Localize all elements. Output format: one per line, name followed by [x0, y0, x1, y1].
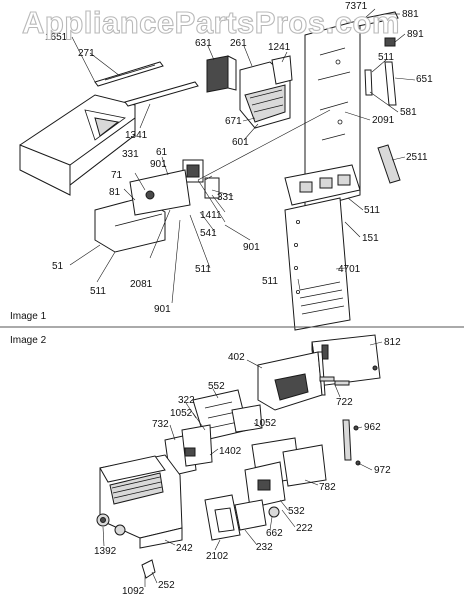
front-cover-242: [99, 454, 183, 549]
callout-331a: 331: [122, 149, 139, 160]
callout-962: 962: [364, 422, 381, 433]
section-label-image-1: Image 1: [10, 311, 47, 322]
callout-891: 891: [407, 29, 424, 40]
callout-881: 881: [402, 9, 419, 20]
tubes: [364, 61, 401, 184]
dispenser-back-panel: [304, 19, 361, 211]
callout-242: 242: [176, 543, 193, 554]
ice-bucket-assembly: [19, 94, 136, 196]
callout-511c: 511: [195, 264, 211, 275]
callout-2102: 2102: [206, 551, 229, 562]
dispenser-cover: [284, 164, 361, 206]
callout-1052a: 1052: [170, 408, 193, 419]
callout-541: 541: [200, 228, 217, 239]
callout-552: 552: [208, 381, 225, 392]
callout-2091: 2091: [372, 115, 395, 126]
callout-2511: 2511: [406, 152, 428, 163]
clip-252: [141, 559, 156, 579]
callout-581: 581: [400, 107, 417, 118]
image2-leaders: [102, 341, 383, 587]
callout-4701: 4701: [338, 264, 361, 275]
callout-151: 151: [362, 233, 379, 244]
callout-901b: 901: [243, 242, 260, 253]
rail-271: [94, 61, 164, 87]
callout-232: 232: [256, 542, 273, 553]
paddle-2102: [204, 494, 241, 541]
callout-511d: 511: [262, 276, 278, 287]
callout-901a: 901: [150, 159, 167, 170]
callout-61: 61: [156, 147, 168, 158]
image1-callouts: 7371 881 891 1651 271 631 261 1241 511 6…: [45, 1, 433, 315]
callout-331b: 331: [217, 192, 234, 203]
callout-1402: 1402: [219, 446, 242, 457]
housing-402: [257, 351, 326, 411]
callout-511e: 511: [90, 286, 106, 297]
rod-962: [342, 419, 361, 466]
callout-1341: 1341: [125, 130, 148, 141]
callout-601: 601: [232, 137, 249, 148]
callout-812: 812: [384, 337, 401, 348]
callout-51: 51: [52, 261, 64, 272]
image2-callouts: 812 402 722 552 322 1052 1052 732 962 14…: [94, 337, 401, 597]
callout-402: 402: [228, 352, 245, 363]
callout-1092: 1092: [122, 586, 145, 597]
callout-901c: 901: [154, 304, 171, 315]
callout-7371: 7371: [345, 1, 368, 12]
callout-511a: 511: [378, 52, 394, 63]
callout-782: 782: [319, 482, 336, 493]
callout-972: 972: [374, 465, 391, 476]
rail-1341: [124, 81, 199, 107]
callout-71: 71: [111, 170, 123, 181]
callout-1411: 1411: [200, 210, 222, 221]
icemaker-assembly: [239, 55, 293, 129]
callout-662: 662: [266, 528, 283, 539]
callout-261: 261: [230, 38, 247, 49]
housing-51: [94, 169, 191, 253]
callout-1241: 1241: [268, 42, 291, 53]
callout-1052b: 1052: [254, 418, 277, 429]
callout-271: 271: [78, 48, 95, 59]
cover-631: [206, 55, 237, 93]
callout-2081: 2081: [130, 279, 153, 290]
callout-722: 722: [336, 397, 353, 408]
callout-252: 252: [158, 580, 175, 591]
callout-631: 631: [195, 38, 212, 49]
knob-1392: [96, 513, 126, 536]
callout-1651: 1651: [45, 32, 68, 43]
callout-1392: 1392: [94, 546, 117, 557]
callout-222: 222: [296, 523, 313, 534]
pins-722: [319, 376, 350, 386]
callout-671: 671: [225, 116, 242, 127]
watermark-text: AppliancePartsPros.com: [22, 5, 400, 40]
callout-532: 532: [288, 506, 305, 517]
front-panel-4701: [284, 197, 351, 331]
callout-322: 322: [178, 395, 195, 406]
callout-732: 732: [152, 419, 169, 430]
callout-511b: 511: [364, 205, 380, 216]
actuator-assembly: [234, 461, 286, 531]
section-label-image-2: Image 2: [10, 335, 47, 346]
callout-651: 651: [416, 74, 433, 85]
callout-81: 81: [109, 187, 121, 198]
image1-leaders: [69, 8, 416, 304]
